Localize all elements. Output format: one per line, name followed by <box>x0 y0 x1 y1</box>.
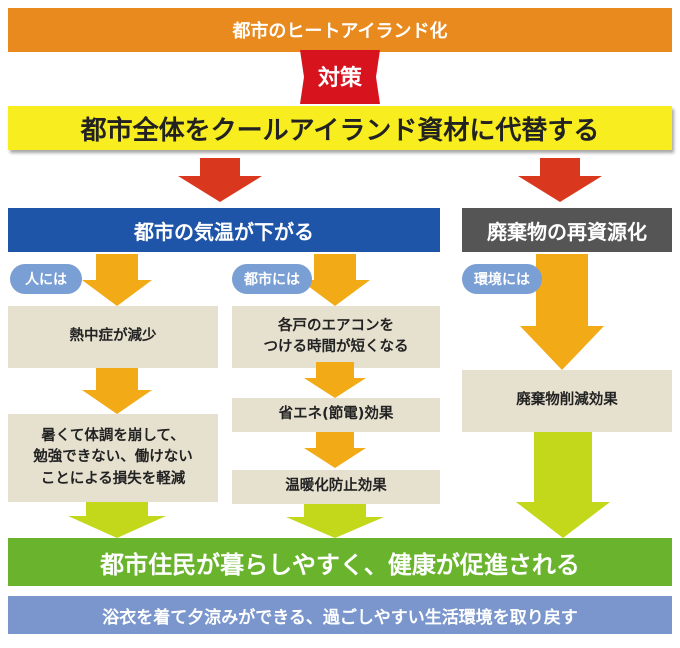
red-arrow-left <box>178 158 262 202</box>
orange-arrow-people-2 <box>82 368 152 414</box>
recycling-banner: 廃棄物の再資源化 <box>462 208 672 252</box>
loss-line-3: ことによる損失を軽減 <box>40 470 186 487</box>
loss-reduction-box: 暑くて体調を崩して、 勉強できない、働けない ことによる損失を軽減 <box>8 414 218 502</box>
people-tag: 人には <box>10 264 82 294</box>
aircon-line-2: つける時間が短くなる <box>263 339 409 355</box>
red-arrow-right <box>518 158 602 202</box>
main-action-label: 都市全体をクールアイランド資材に代替する <box>80 115 600 146</box>
city-tag: 都市には <box>232 264 312 294</box>
environment-tag-label: 環境には <box>474 272 530 288</box>
orange-arrow-city-1 <box>300 254 370 306</box>
outcome-label: 都市住民が暮らしやすく、健康が促進される <box>100 550 580 579</box>
waste-reduction-box: 廃棄物削減効果 <box>462 370 672 432</box>
aircon-box: 各戸のエアコンを つける時間が短くなる <box>232 306 440 368</box>
temperature-effect-banner: 都市の気温が下がる <box>8 208 440 252</box>
aircon-line-1: 各戸のエアコンを <box>278 317 394 334</box>
main-action-banner: 都市全体をクールアイランド資材に代替する <box>8 106 672 150</box>
green-arrow-people <box>68 502 166 538</box>
people-tag-label: 人には <box>25 272 67 288</box>
footer-banner: 浴衣を着て夕涼みができる、過ごしやすい生活環境を取り戻す <box>8 596 672 634</box>
header-banner: 都市のヒートアイランド化 <box>8 8 672 52</box>
environment-tag: 環境には <box>462 264 542 294</box>
heatstroke-label: 熱中症が減少 <box>69 328 157 345</box>
heatstroke-box: 熱中症が減少 <box>8 306 218 368</box>
loss-line-1: 暑くて体調を崩して、 <box>41 428 185 445</box>
footer-label: 浴衣を着て夕涼みができる、過ごしやすい生活環境を取り戻す <box>102 607 578 628</box>
orange-arrow-city-3 <box>304 432 366 468</box>
recycling-title: 廃棄物の再資源化 <box>487 219 647 244</box>
badge-label: 対策 <box>317 66 362 91</box>
city-tag-label: 都市には <box>244 272 300 288</box>
global-warming-box: 温暖化防止効果 <box>232 470 440 504</box>
energy-saving-label: 省エネ(節電)効果 <box>278 406 394 423</box>
badge-shape <box>300 50 380 104</box>
orange-arrow-people-1 <box>82 254 152 306</box>
outcome-banner: 都市住民が暮らしやすく、健康が促進される <box>8 538 672 586</box>
global-warming-label: 温暖化防止効果 <box>285 478 387 495</box>
header-title: 都市のヒートアイランド化 <box>232 21 448 42</box>
waste-reduction-label: 廃棄物削減効果 <box>516 392 618 409</box>
energy-saving-box: 省エネ(節電)効果 <box>232 398 440 432</box>
loss-line-2: 勉強できない、働けない <box>33 449 193 466</box>
green-arrow-environment <box>516 432 610 538</box>
green-arrow-city <box>286 504 384 538</box>
orange-arrow-city-2 <box>304 362 366 398</box>
temperature-effect-title: 都市の気温が下がる <box>134 219 314 244</box>
